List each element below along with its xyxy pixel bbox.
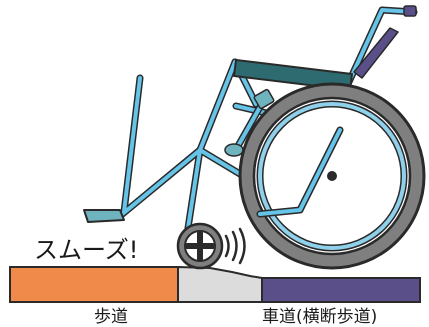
- motion-lines-icon: [224, 227, 246, 265]
- front-caster: [176, 222, 224, 270]
- roadway-block: [261, 277, 421, 303]
- sidewalk-label: 歩道: [94, 307, 128, 327]
- rear-wheel: [238, 82, 426, 270]
- sidewalk-block: [9, 266, 179, 303]
- smooth-label: スムーズ!: [34, 236, 138, 264]
- brake-lever: [224, 88, 275, 157]
- curb-ramp: [177, 265, 263, 303]
- ground: [9, 265, 421, 303]
- footrest: [83, 209, 125, 223]
- frame-leg-rest: [118, 148, 202, 218]
- wheelchair-icon: [83, 5, 426, 270]
- backrest: [353, 27, 399, 79]
- roadway-label: 車道(横断歩道): [262, 307, 377, 327]
